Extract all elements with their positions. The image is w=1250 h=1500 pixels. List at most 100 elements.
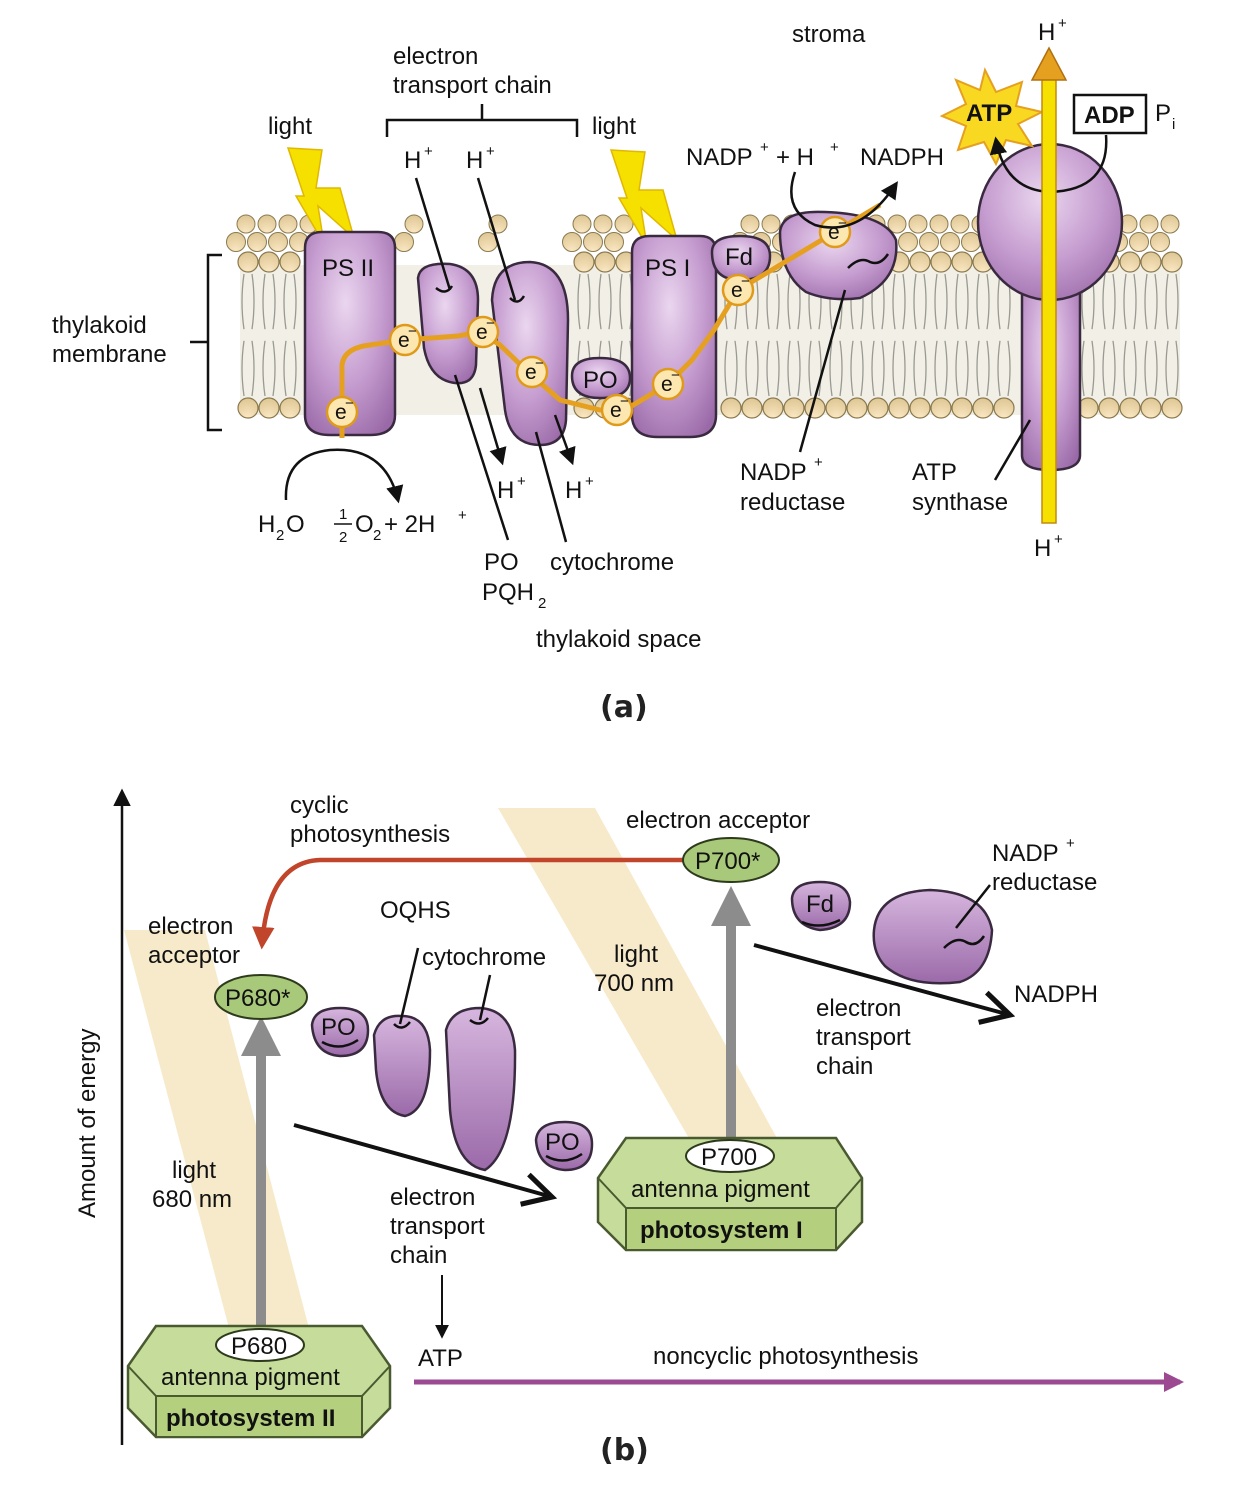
- lipid-tail: [1102, 273, 1106, 330]
- adp-label: ADP: [1084, 102, 1135, 129]
- svg-text:H: H: [258, 511, 275, 538]
- lipid-tail: [934, 340, 938, 397]
- panel-b: Amount of energy cyclic photosynthesis e…: [74, 788, 1184, 1468]
- lipid-tail: [829, 340, 833, 397]
- adp-box: [1072, 93, 1148, 135]
- po-label-b2: PO: [545, 1129, 580, 1156]
- lipid-tail: [892, 273, 896, 330]
- lipid-head: [257, 214, 277, 234]
- atp-starburst-icon: [939, 67, 1045, 167]
- lipid-tail: [283, 273, 287, 330]
- atp-label-b: ATP: [418, 1345, 463, 1372]
- lipid-tail: [1154, 340, 1158, 397]
- lipid-tail: [902, 340, 906, 397]
- svg-text:PQH: PQH: [482, 579, 534, 606]
- membrane-bracket: [190, 253, 222, 432]
- svg-text:+: +: [486, 143, 495, 160]
- etc2-label-2: transport: [816, 1024, 911, 1051]
- electron-acceptor-left-2: acceptor: [148, 942, 240, 969]
- energy-axis-label: Amount of energy: [74, 1029, 101, 1218]
- atp-label-a: ATP: [966, 100, 1012, 127]
- lipid-head: [572, 214, 592, 234]
- lipid-head: [1119, 251, 1141, 273]
- lipid-head: [279, 397, 301, 419]
- oqhs-label: OQHS: [380, 897, 451, 924]
- cytochrome-label-b: cytochrome: [422, 944, 546, 971]
- noncyclic-label: noncyclic photosynthesis: [653, 1343, 918, 1370]
- lipid-head: [1161, 251, 1183, 273]
- lipid-head: [1119, 397, 1141, 419]
- light680-label-1: light: [172, 1157, 216, 1184]
- lipid-tail: [934, 273, 938, 330]
- lipid-head: [237, 251, 259, 273]
- svg-text:+: +: [1054, 531, 1063, 548]
- lipid-tail: [283, 340, 287, 397]
- lipid-tail: [881, 340, 885, 397]
- lipid-tail: [892, 340, 896, 397]
- h-plus-bottom-2: H +: [565, 473, 594, 504]
- etc-label-1: electron: [393, 43, 478, 70]
- lipid-head: [762, 397, 784, 419]
- lipid-head: [940, 232, 960, 252]
- svg-text:H: H: [404, 147, 421, 174]
- lipid-tail: [955, 340, 959, 397]
- lipid-tail: [241, 273, 245, 330]
- lipid-head: [909, 397, 931, 419]
- lipid-head: [741, 397, 763, 419]
- p700-label: P700: [701, 1144, 757, 1171]
- lipid-tail: [766, 273, 770, 330]
- proton-flow-arrow: [1041, 77, 1057, 524]
- oqhs-protein: [372, 1014, 432, 1118]
- svg-text:2: 2: [538, 595, 546, 612]
- lipid-tail: [797, 340, 801, 397]
- svg-text:NADPH: NADPH: [860, 144, 944, 171]
- lightning-icon-left: [286, 147, 356, 245]
- svg-text:−: −: [408, 323, 417, 340]
- atp-synthase-label-2: synthase: [912, 489, 1008, 516]
- fd-label-b: Fd: [806, 891, 834, 918]
- lipid-tail: [251, 273, 255, 330]
- svg-text:+: +: [517, 473, 526, 490]
- lipid-tail: [913, 340, 917, 397]
- lipid-tail: [776, 340, 780, 397]
- lipid-tail: [1154, 273, 1158, 330]
- light-beam-700: [498, 808, 778, 1140]
- plastoquinone-protein: [416, 262, 480, 385]
- p680-star-oval: [214, 974, 308, 1020]
- lipid-tail: [986, 340, 990, 397]
- etc1-label-2: transport: [390, 1213, 485, 1240]
- svg-text:−: −: [620, 393, 629, 410]
- water-label: H 2 O: [258, 511, 305, 544]
- lipid-head: [930, 397, 952, 419]
- oxygen-label: 1 2 O 2 + 2H +: [334, 506, 467, 546]
- electron-icon: e−: [466, 315, 500, 349]
- svg-text:e: e: [661, 373, 673, 396]
- svg-text:2: 2: [339, 529, 347, 546]
- lipid-tail: [787, 340, 791, 397]
- svg-text:reductase: reductase: [740, 489, 845, 516]
- thylakoid-space-label: thylakoid space: [536, 626, 701, 653]
- nadph-label-b: NADPH: [1014, 981, 1098, 1008]
- electron-acceptor-top: electron acceptor: [626, 807, 810, 834]
- pqh2-label: PQH 2: [482, 579, 546, 612]
- lipid-tail: [293, 273, 297, 330]
- nadp-reductase-protein-b: [872, 888, 994, 985]
- h-plus-top-2: H +: [466, 143, 495, 174]
- svg-text:O: O: [286, 511, 305, 538]
- lipid-tail: [818, 340, 822, 397]
- svg-text:+: +: [830, 139, 839, 156]
- svg-text:−: −: [671, 367, 680, 384]
- antenna-label-ps1: antenna pigment: [631, 1176, 810, 1203]
- electron-acceptor-left-1: electron: [148, 913, 233, 940]
- lipid-head: [720, 397, 742, 419]
- svg-text:NADP: NADP: [686, 144, 753, 171]
- h-plus-atp-bottom: H +: [1034, 531, 1063, 562]
- cytochrome-protein-b: [444, 1006, 517, 1172]
- lipid-tail: [1175, 340, 1179, 397]
- photosystem-ii: [303, 230, 397, 437]
- svg-text:−: −: [345, 395, 354, 412]
- lipid-head: [740, 214, 760, 234]
- lipid-head: [258, 397, 280, 419]
- etc-bracket: [385, 104, 579, 137]
- lipid-tail: [976, 273, 980, 330]
